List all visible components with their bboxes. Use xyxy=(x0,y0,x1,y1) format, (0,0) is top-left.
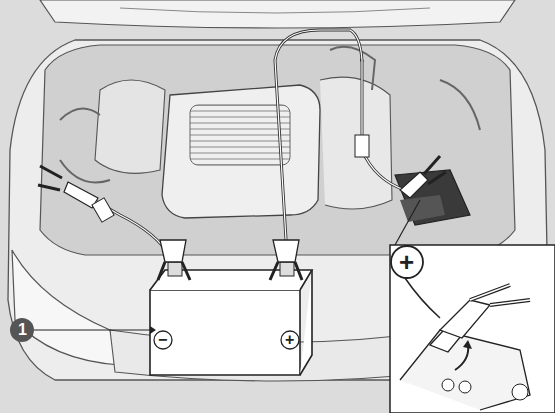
car-battery xyxy=(395,170,470,225)
callout-circle xyxy=(10,318,34,342)
air-box xyxy=(320,77,392,209)
headlight xyxy=(12,250,120,365)
booster-clamps xyxy=(158,240,302,280)
inset-detail xyxy=(391,246,530,410)
callout-number: 1 xyxy=(18,322,27,338)
detail-inset xyxy=(390,245,555,413)
booster-battery xyxy=(150,262,312,375)
positive-symbol: + xyxy=(285,332,294,348)
positive-clamp xyxy=(355,135,446,198)
intake xyxy=(95,80,165,173)
negative-clamp xyxy=(38,166,114,222)
hood xyxy=(40,0,515,28)
inset-pointer xyxy=(395,200,420,245)
negative-cable xyxy=(85,195,175,272)
engine-cover xyxy=(162,85,320,218)
positive-symbol: + xyxy=(399,249,414,275)
negative-symbol: − xyxy=(158,332,167,348)
leader-line xyxy=(34,329,150,330)
positive-cable xyxy=(275,30,362,272)
